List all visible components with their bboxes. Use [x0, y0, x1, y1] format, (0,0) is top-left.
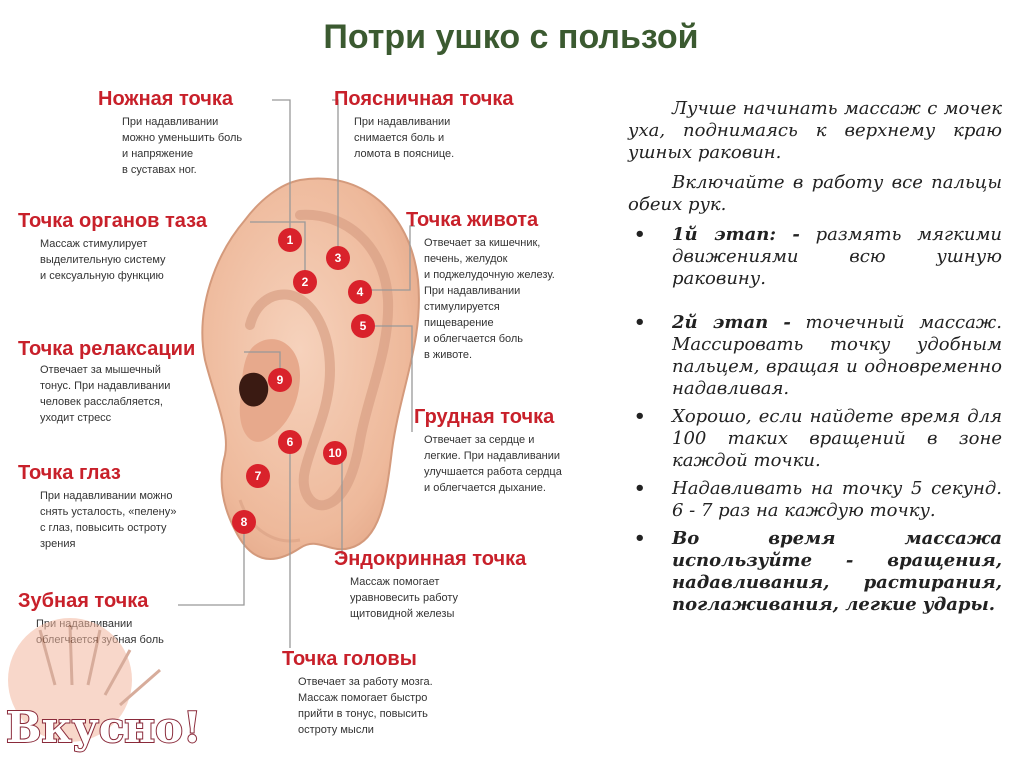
- ear-point-5[interactable]: 5: [351, 314, 375, 338]
- ear-point-4[interactable]: 4: [348, 280, 372, 304]
- steps-list: 1й этап: - размять мягкими движениями вс…: [628, 224, 1002, 616]
- label-stomach-point: Точка живота Отвечает за кишечник,печень…: [406, 209, 555, 363]
- list-item: Во время массажа используйте - вращения,…: [628, 528, 1002, 616]
- step-text: размять мягкими движениями всю ушную рак…: [672, 224, 1002, 289]
- label-title: Точка органов таза: [18, 210, 207, 232]
- label-title: Точка глаз: [18, 462, 121, 484]
- label-title: Точка живота: [406, 209, 539, 231]
- svg-text:7: 7: [255, 469, 262, 483]
- ear-point-7[interactable]: 7: [246, 464, 270, 488]
- ear-point-8[interactable]: 8: [232, 510, 256, 534]
- label-title: Грудная точка: [414, 406, 555, 428]
- ear-point-2[interactable]: 2: [293, 270, 317, 294]
- label-head-point: Точка головы Отвечает за работу мозга.Ма…: [282, 648, 433, 738]
- vkusno-logo: Вкусно!: [5, 618, 202, 753]
- svg-text:8: 8: [241, 515, 248, 529]
- step-lead: 2й этап -: [672, 312, 791, 333]
- label-title: Точка релаксации: [18, 338, 196, 360]
- ear-point-6[interactable]: 6: [278, 430, 302, 454]
- list-item: Надавливать на точку 5 секунд. 6 - 7 раз…: [628, 478, 1002, 522]
- step-text: точечный массаж. Массировать точку удобн…: [672, 312, 1002, 399]
- ear-point-3[interactable]: 3: [326, 246, 350, 270]
- ear-point-9[interactable]: 9: [268, 368, 292, 392]
- svg-text:3: 3: [335, 251, 342, 265]
- label-title: Точка головы: [282, 648, 417, 670]
- svg-text:1: 1: [287, 233, 294, 247]
- ear-inner-fold: [245, 209, 394, 511]
- intro-paragraph: Лучше начинать массаж с мочек уха, подни…: [628, 98, 1002, 163]
- ear-illustration: 1 2 3 4 5 6 7 8 9 10: [178, 99, 420, 648]
- intro-paragraph: Включайте в работу все пальцы обеих рук.: [628, 172, 1002, 215]
- svg-text:10: 10: [328, 446, 342, 460]
- ear-point-10[interactable]: 10: [323, 441, 347, 465]
- svg-text:2: 2: [302, 275, 309, 289]
- label-title: Поясничная точка: [334, 88, 514, 110]
- instructions-panel: Лучше начинать массаж с мочек уха, подни…: [628, 98, 1002, 616]
- page-title: Потри ушко с пользой: [323, 18, 699, 56]
- ear-outer: [201, 177, 420, 560]
- label-title: Ножная точка: [98, 88, 233, 110]
- ear-concha: [239, 339, 300, 442]
- svg-text:9: 9: [277, 373, 284, 387]
- list-item: 1й этап: - размять мягкими движениями вс…: [628, 224, 1002, 290]
- svg-text:5: 5: [360, 319, 367, 333]
- label-title: Эндокринная точка: [334, 548, 527, 570]
- svg-text:4: 4: [357, 285, 364, 299]
- list-item: 2й этап - точечный массаж. Массировать т…: [628, 312, 1002, 400]
- ear-canal: [239, 372, 269, 407]
- ear-point-1[interactable]: 1: [278, 228, 302, 252]
- svg-text:6: 6: [287, 435, 294, 449]
- step-lead: 1й этап: -: [672, 224, 800, 245]
- label-description: Отвечает за работу мозга.Массаж помогает…: [298, 676, 433, 736]
- list-item: Хорошо, если найдете время для 100 таких…: [628, 406, 1002, 472]
- label-title: Зубная точка: [18, 590, 149, 612]
- logo-text: Вкусно!: [6, 703, 201, 752]
